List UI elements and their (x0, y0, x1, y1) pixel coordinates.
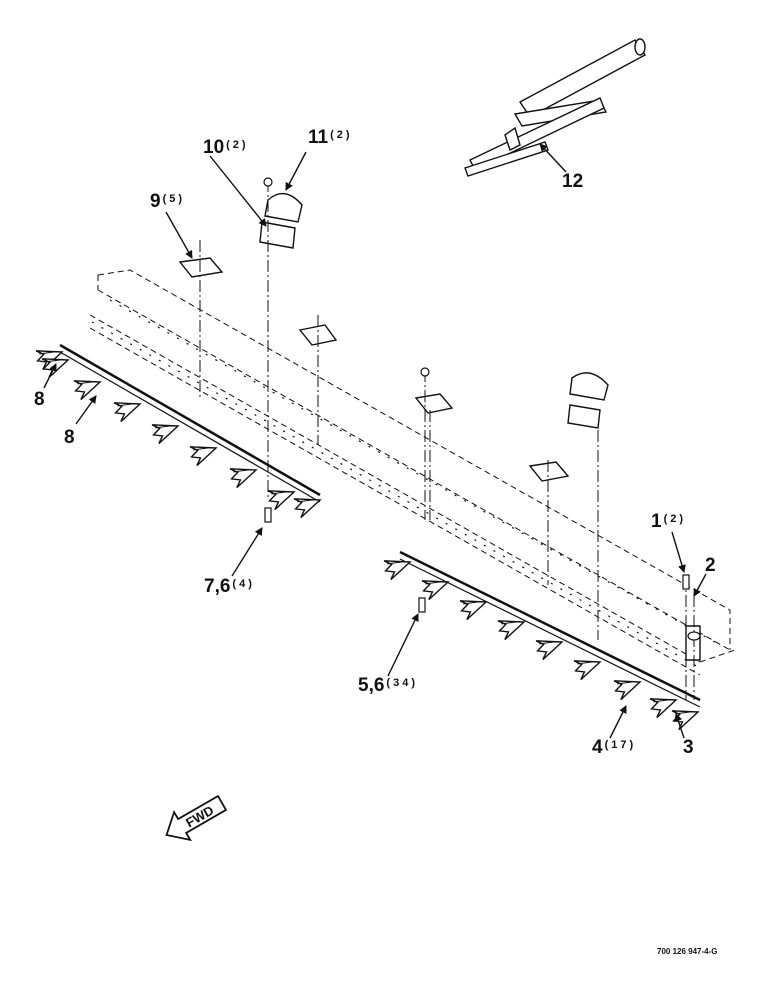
callout-4: 4(17) (592, 738, 636, 757)
drawing-number: 700 126 947-4-G (657, 947, 718, 956)
callout-7-6-qty: (4) (232, 578, 255, 590)
callout-9-number: 9 (150, 191, 161, 212)
pipe-assembly (464, 38, 647, 177)
callout-9: 9(5) (150, 192, 185, 211)
rivet-rows (91, 299, 721, 669)
cutterbar-outline (89, 269, 736, 676)
callout-8-lower: 8 (64, 428, 75, 447)
callout-4-number: 4 (592, 737, 603, 758)
callout-9-qty: (5) (162, 193, 186, 205)
callout-1-number: 1 (651, 511, 662, 532)
callout-7-6: 7,6(4) (204, 577, 255, 596)
callout-3-number: 3 (683, 737, 694, 758)
callout-4-qty: (17) (604, 739, 637, 751)
callout-11-number: 11 (308, 127, 329, 148)
callout-5-6: 5,6(34) (358, 676, 418, 695)
callout-11: 11(2) (308, 128, 353, 147)
knife-section-right (381, 550, 703, 731)
callout-10-qty: (2) (226, 139, 249, 151)
callout-2-number: 2 (705, 555, 716, 576)
callout-1: 1(2) (651, 512, 686, 531)
callout-12-number: 12 (562, 171, 584, 192)
callout-3: 3 (683, 738, 694, 757)
assembly-lines (199, 180, 695, 700)
bolts (263, 177, 701, 641)
callout-12: 12 (562, 172, 583, 191)
leader-arrows (43, 143, 707, 739)
callout-1-qty: (2) (663, 513, 687, 525)
callout-5-6-qty: (34) (386, 677, 418, 689)
callout-5-6-number: 5,6 (358, 675, 385, 696)
callout-11-qty: (2) (330, 129, 353, 141)
callout-7-6-number: 7,6 (204, 576, 231, 597)
callout-10-number: 10 (203, 137, 225, 158)
callout-8-lower-number: 8 (64, 427, 75, 448)
callout-8-upper-number: 8 (34, 389, 45, 410)
callout-10: 10(2) (203, 138, 249, 157)
callout-2: 2 (705, 556, 716, 575)
callout-8-upper: 8 (34, 390, 45, 409)
knife-section-left (33, 341, 325, 519)
fwd-arrow-icon: FWD (165, 794, 228, 842)
